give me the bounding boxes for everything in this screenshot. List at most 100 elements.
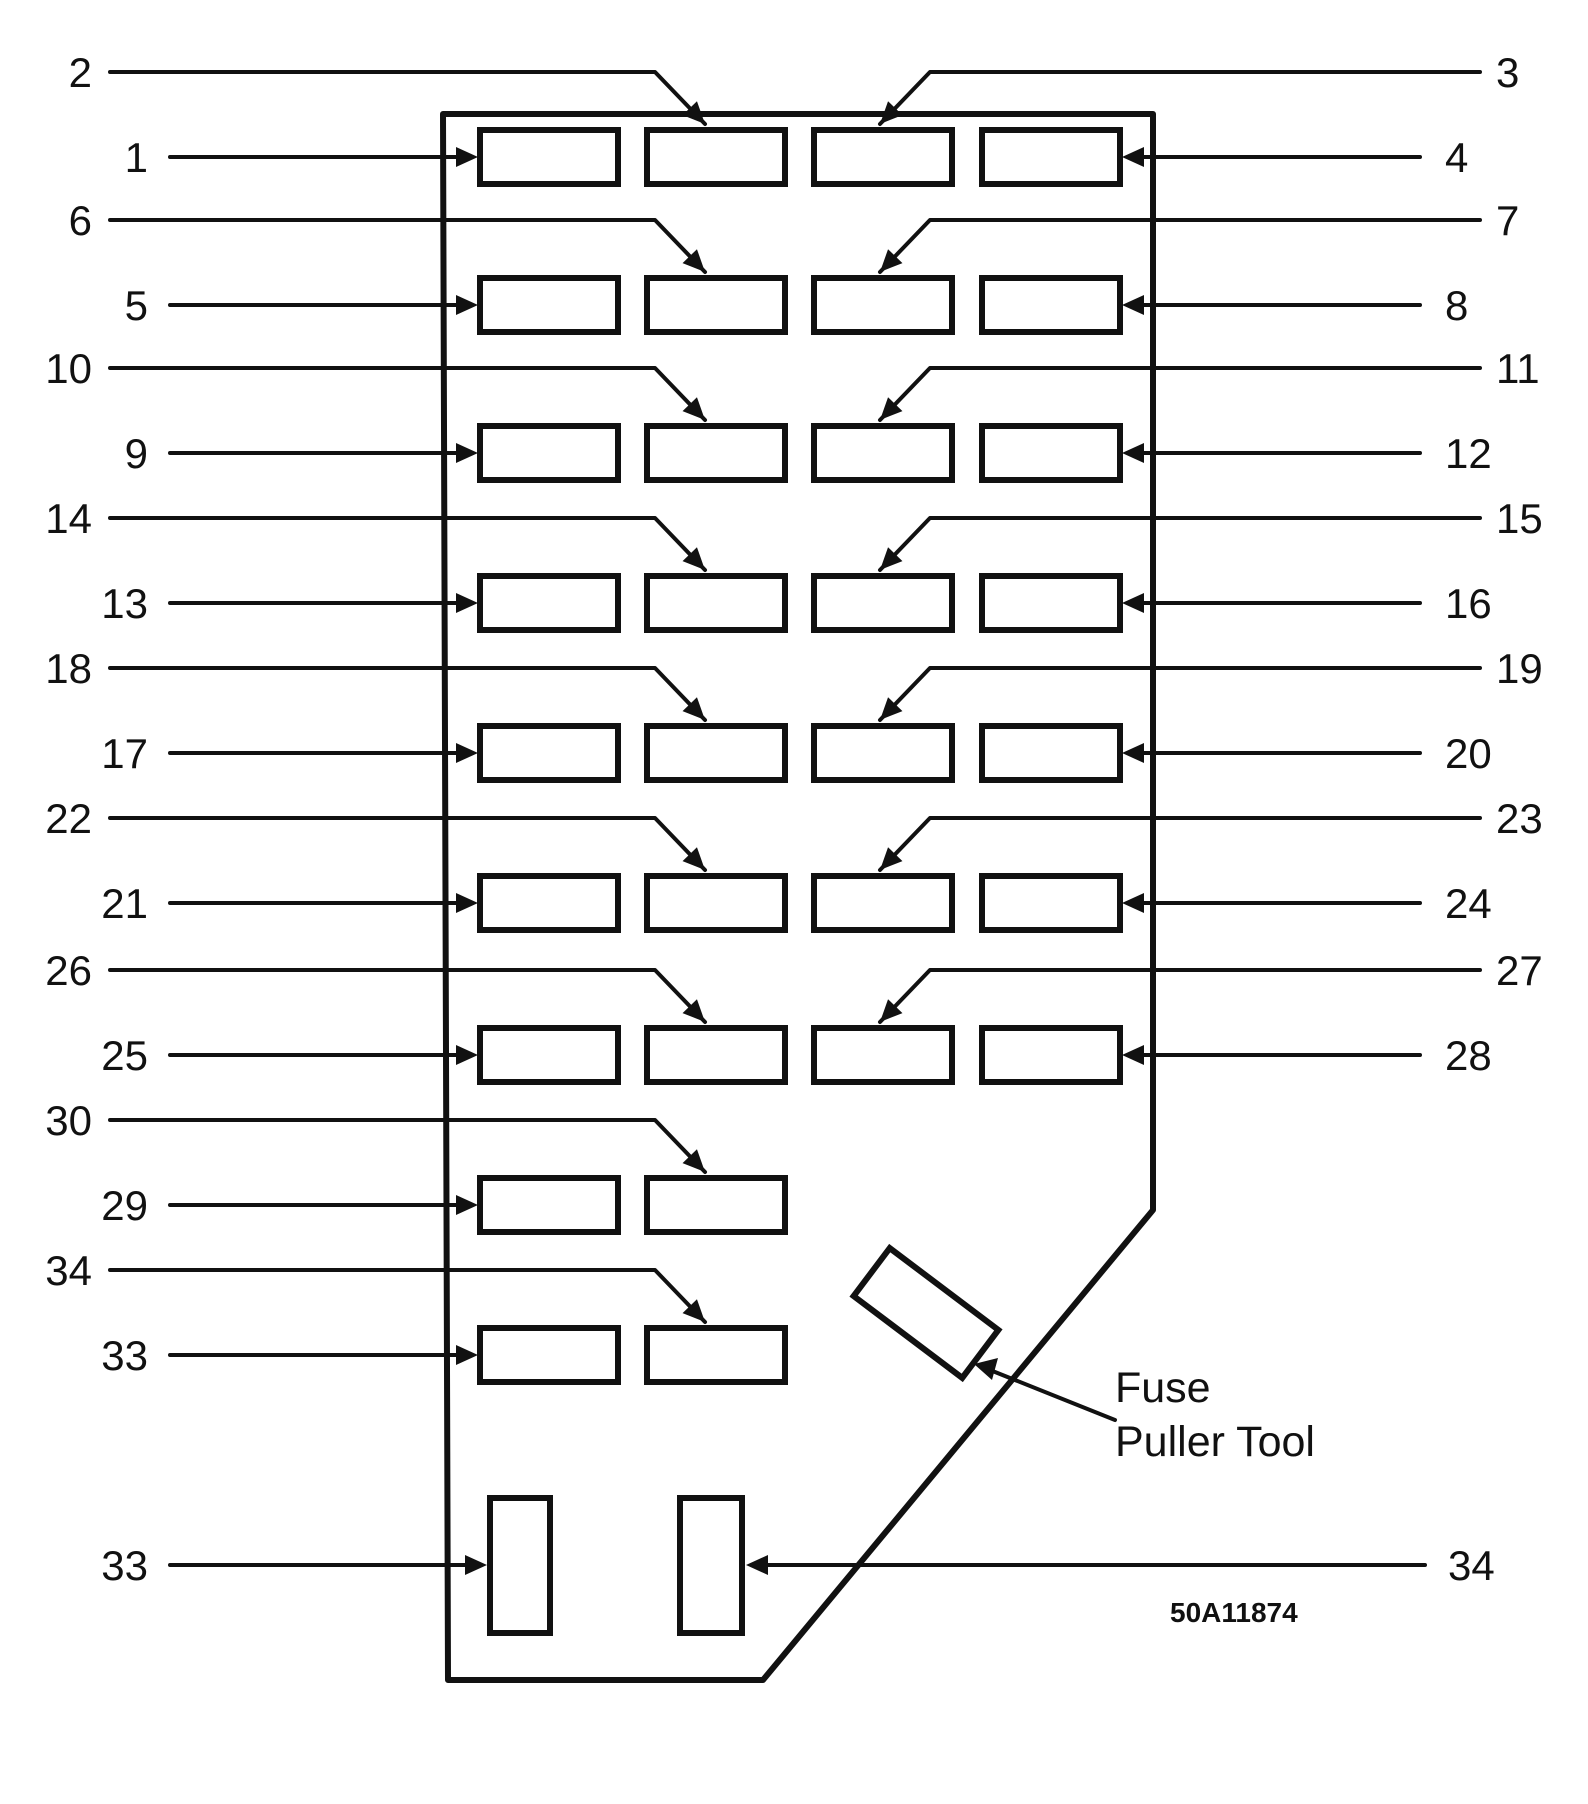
arrowhead-27 [880, 999, 903, 1022]
leader-line-10 [108, 366, 707, 422]
fuse-slot-16 [979, 573, 1123, 633]
fuse-label-19: 19 [1496, 645, 1543, 692]
arrowhead-23 [880, 847, 903, 870]
fuse-slots [477, 127, 1123, 1636]
fuse-slot-17 [477, 723, 621, 783]
arrowhead-21 [456, 893, 478, 913]
fuse-slot-15 [811, 573, 955, 633]
diagram-code: 50A11874 [1170, 1597, 1298, 1628]
fuse-label-10: 10 [45, 345, 92, 392]
fuse-label-4: 4 [1445, 134, 1468, 181]
arrowhead-13 [456, 593, 478, 613]
fuse-label-2: 2 [69, 49, 92, 96]
fuse-label-14: 14 [45, 495, 92, 542]
leader-line-7 [878, 218, 1482, 274]
arrowhead-25 [456, 1045, 478, 1065]
fuse-label-33: 33 [101, 1542, 148, 1589]
arrowhead-12 [1122, 443, 1144, 463]
fuse-slot-10 [644, 423, 788, 483]
fuse-slot-26 [644, 1025, 788, 1085]
arrowhead-8 [1122, 295, 1144, 315]
fuse-slot-7 [811, 275, 955, 335]
fuse-slot-2 [644, 127, 788, 187]
fuse-label-6: 6 [69, 197, 92, 244]
fuse-label-29: 29 [101, 1182, 148, 1229]
leader-line-6 [108, 218, 707, 274]
arrowhead-5 [456, 295, 478, 315]
arrowhead-9 [456, 443, 478, 463]
fuse-label-3: 3 [1496, 49, 1519, 96]
leader-line-11 [878, 366, 1482, 422]
arrowhead-14 [682, 547, 705, 570]
arrowhead-2 [682, 101, 705, 124]
fuse-slot-20 [979, 723, 1123, 783]
fuse-label-22: 22 [45, 795, 92, 842]
arrowhead-3 [880, 101, 903, 124]
arrowhead-4 [1122, 147, 1144, 167]
fuse-puller-tool-label-line1: Fuse [1115, 1364, 1211, 1412]
leader-line-30 [108, 1118, 707, 1174]
fuse-slot-12 [979, 423, 1123, 483]
fuse-slot-28 [979, 1025, 1123, 1085]
arrowhead-7 [880, 249, 903, 272]
leader-line-2 [108, 70, 707, 126]
fuse-label-7: 7 [1496, 197, 1519, 244]
arrowhead-24 [1122, 893, 1144, 913]
fuse-slot-21 [477, 873, 621, 933]
fuse-label-34: 34 [45, 1247, 92, 1294]
fuse-slot-34 [677, 1495, 745, 1636]
fuse-slot-8 [979, 275, 1123, 335]
leader-line-22 [108, 816, 707, 872]
fuse-slot-30 [644, 1175, 788, 1235]
fuse-label-24: 24 [1445, 880, 1492, 927]
fuse-puller-tool [849, 1243, 1003, 1383]
arrowhead-26 [682, 999, 705, 1022]
fuse-slot-5 [477, 275, 621, 335]
fuse-puller-tool-leader [983, 1366, 1117, 1422]
leader-line-18 [108, 666, 707, 722]
fuse-slot-1 [477, 127, 621, 187]
fuse-slot-24 [979, 873, 1123, 933]
fuse-label-34: 34 [1448, 1542, 1495, 1589]
fuse-label-9: 9 [125, 430, 148, 477]
arrowhead-20 [1122, 743, 1144, 763]
fuse-panel-outline [440, 111, 1156, 1683]
arrowhead-30 [682, 1149, 705, 1172]
arrowhead-29 [456, 1195, 478, 1215]
fuse-label-12: 12 [1445, 430, 1492, 477]
arrowhead-33 [465, 1555, 487, 1575]
arrowhead-6 [682, 249, 705, 272]
fuse-slot-3 [811, 127, 955, 187]
arrowhead-28 [1122, 1045, 1144, 1065]
fuse-slot-29 [477, 1175, 621, 1235]
fuse-puller-tool-label-line2: Puller Tool [1115, 1418, 1315, 1466]
fuse-label-18: 18 [45, 645, 92, 692]
fuse-label-21: 21 [101, 880, 148, 927]
fuse-leader-lines [108, 70, 1482, 1575]
fuse-slot-23 [811, 873, 955, 933]
fuse-label-28: 28 [1445, 1032, 1492, 1079]
fuse-label-17: 17 [101, 730, 148, 777]
fuse-slot-22 [644, 873, 788, 933]
fuse-slot-27 [811, 1025, 955, 1085]
leader-line-27 [878, 968, 1482, 1024]
fuse-label-11: 11 [1496, 345, 1540, 392]
leader-line-26 [108, 968, 707, 1024]
fuse-slot-4 [979, 127, 1123, 187]
fuse-slot-6 [644, 275, 788, 335]
arrowhead-16 [1122, 593, 1144, 613]
leader-line-34 [108, 1268, 707, 1324]
leader-line-3 [878, 70, 1482, 126]
fuse-slot-18 [644, 723, 788, 783]
fuse-label-23: 23 [1496, 795, 1543, 842]
arrowhead-15 [880, 547, 903, 570]
fuse-slot-11 [811, 423, 955, 483]
arrowhead-34 [746, 1555, 768, 1575]
arrowhead-34 [682, 1299, 705, 1322]
fuse-slot-34 [644, 1325, 788, 1385]
leader-line-15 [878, 516, 1482, 572]
arrowhead-17 [456, 743, 478, 763]
fuse-label-8: 8 [1445, 282, 1468, 329]
